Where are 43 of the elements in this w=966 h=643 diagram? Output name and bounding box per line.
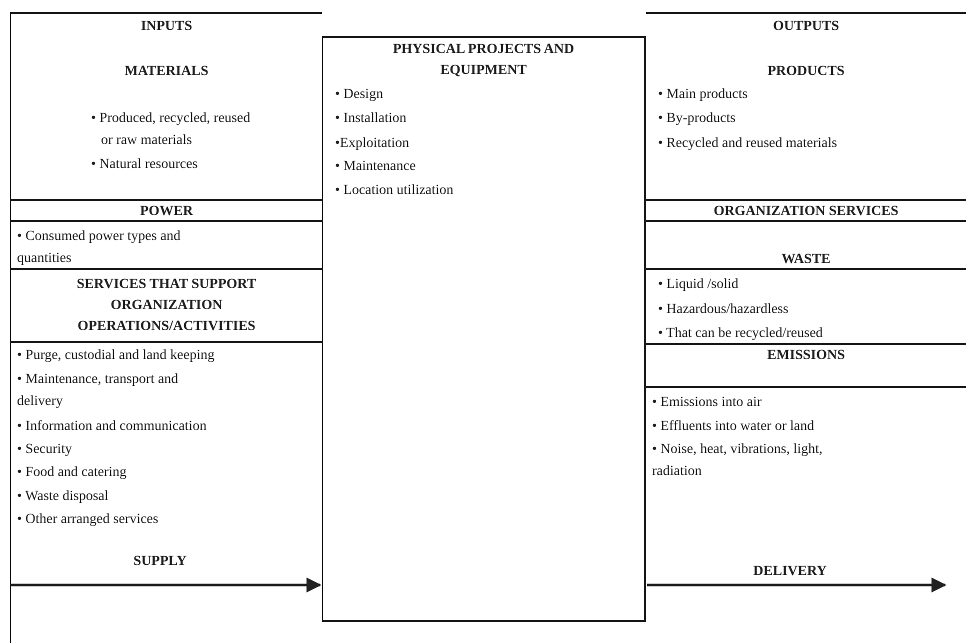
section-heading: POWER <box>139 203 194 221</box>
bullet-item: • Liquid /solid <box>658 276 740 294</box>
bullet-item: •Exploitation <box>335 135 410 153</box>
arrow <box>647 578 946 592</box>
section-heading: MATERIALS <box>124 63 210 81</box>
section-heading: INPUTS <box>140 18 194 36</box>
bullet-item: • Food and catering <box>17 464 128 482</box>
section-box <box>322 36 646 622</box>
section-heading: SERVICES THAT SUPPORT ORGANIZATION OPERATIONS/ACTIVITIES <box>76 276 258 336</box>
section-heading: ORGANIZATION SERVICES <box>712 203 900 221</box>
bullet-item: • Security <box>17 441 74 459</box>
bullet-item: • Consumed power types and quantities <box>17 228 182 268</box>
bullet-item: • Effluents into water or land <box>652 418 816 436</box>
section-heading: WASTE <box>780 251 832 269</box>
bullet-item: • Purge, custodial and land keeping <box>17 347 216 365</box>
section-heading: OUTPUTS <box>772 18 840 36</box>
bullet-item: • Location utilization <box>335 182 454 200</box>
section-divider <box>646 268 966 343</box>
section-divider <box>10 12 322 200</box>
section-divider <box>646 199 966 222</box>
bullet-item: • Main products <box>658 86 749 104</box>
bullet-item: • Noise, heat, vibrations, light, radiation <box>652 441 824 481</box>
section-divider <box>646 343 966 388</box>
section-heading: PRODUCTS <box>766 63 846 81</box>
bullet-item: • Waste disposal <box>17 488 110 506</box>
bullet-item: • Maintenance, transport and delivery <box>17 371 180 411</box>
bullet-item: • Design <box>335 86 384 104</box>
bullet-item: • Hazardous/hazardless <box>658 301 790 319</box>
bullet-item: • That can be recycled/reused <box>658 325 824 343</box>
bullet-item: • Natural resources <box>91 156 199 174</box>
bullet-item: • Installation <box>335 110 408 128</box>
section-heading: EMISSIONS <box>766 347 846 365</box>
bullet-item: • Emissions into air <box>652 394 763 412</box>
bullet-item: • Produced, recycled, reused or raw materials <box>91 110 251 150</box>
bullet-item: • Recycled and reused materials <box>658 135 838 153</box>
section-box <box>10 199 322 222</box>
bullet-item: • Other arranged services <box>17 511 160 529</box>
bullet-item: • Information and communication <box>17 418 208 436</box>
bullet-item: • By-products <box>658 110 737 128</box>
section-box <box>10 268 322 343</box>
section-heading: PHYSICAL PROJECTS AND EQUIPMENT <box>392 41 576 80</box>
bullet-item: • Maintenance <box>335 158 417 176</box>
arrow <box>11 578 322 592</box>
